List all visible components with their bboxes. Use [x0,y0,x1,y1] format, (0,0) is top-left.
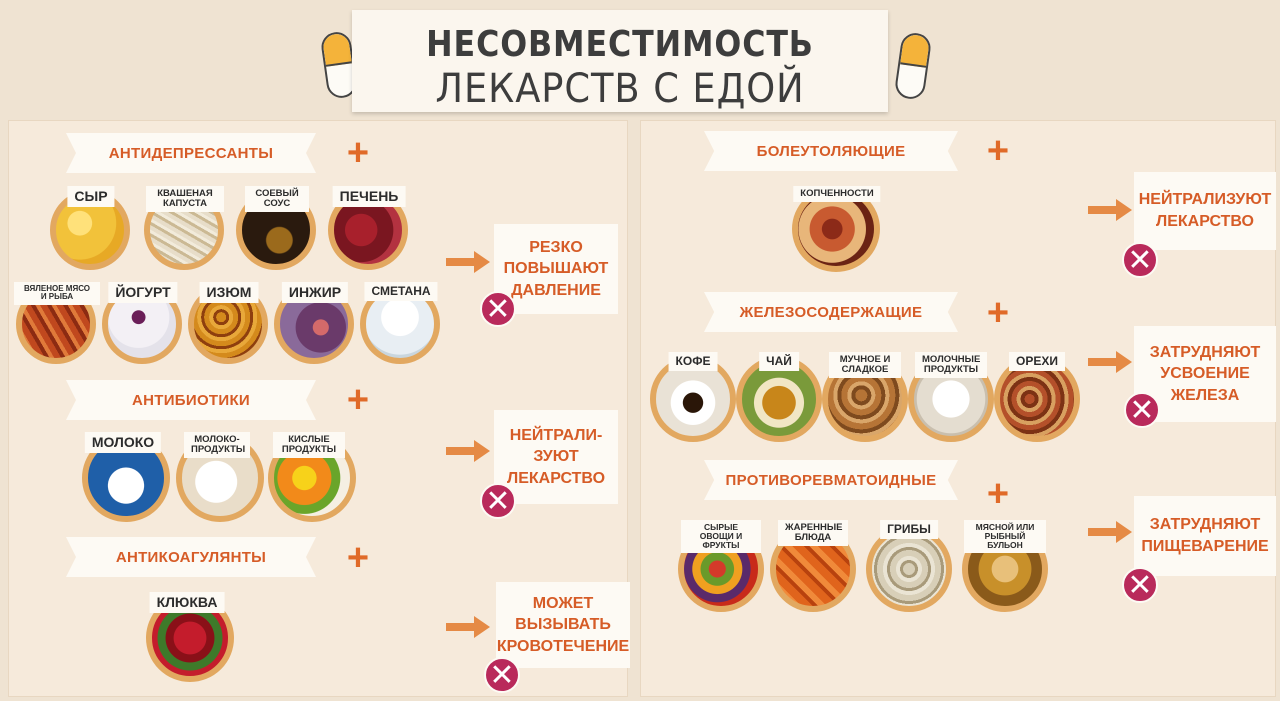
arrow-right-icon [1088,351,1132,373]
food-item: МОЛОЧНЫЕ ПРОДУКТЫ [908,352,994,442]
food-item: ПЕЧЕНЬ [328,186,410,270]
category-anticoagulants: АНТИКОАГУЛЯНТЫ [66,537,316,577]
title-line-2: ЛЕКАРСТВ С ЕДОЙ [435,66,805,112]
food-label: КОФЕ [668,352,718,371]
food-label: ОРЕХИ [1009,352,1065,371]
food-item: МОЛОКО- ПРОДУКТЫ [176,432,264,522]
plus-icon: + [346,537,370,579]
cross-icon: ✕ [1122,567,1158,603]
title-banner: НЕСОВМЕСТИМОСТЬ ЛЕКАРСТВ С ЕДОЙ [352,10,888,112]
food-item: МЯСНОЙ ИЛИ РЫБНЫЙ БУЛЬОН [962,520,1048,612]
category-antidepressants: АНТИДЕПРЕССАНТЫ [66,133,316,173]
food-item: ЧАЙ [736,352,822,442]
cross-icon: ✕ [480,291,516,327]
plus-icon: + [986,292,1010,334]
food-label: ЙОГУРТ [108,282,178,303]
food-label: ГРИБЫ [880,520,938,539]
food-label: КЛЮКВА [149,592,225,613]
food-item: ОРЕХИ [994,352,1080,442]
effect-line: ПИЩЕВАРЕНИЕ [1141,538,1269,555]
food-item: КОПЧЕННОСТИ [792,186,882,272]
cross-icon: ✕ [480,483,516,519]
effect-line: ЛЕКАРСТВО [1155,213,1254,230]
food-label: ПЕЧЕНЬ [332,186,406,207]
food-label: ВЯЛЕНОЕ МЯСО И РЫБА [14,282,100,305]
food-item: КОФЕ [650,352,736,442]
food-label: МОЛОКО [84,432,162,453]
food-label: МОЛОЧНЫЕ ПРОДУКТЫ [915,352,987,378]
effect-line: НЕЙТРАЛИ- [509,426,603,444]
food-label: ИЗЮМ [199,282,259,303]
effect-line: РЕЗКО [529,238,583,256]
food-label: СЫРЫЕ ОВОЩИ И ФРУКТЫ [681,520,761,553]
food-item: ГРИБЫ [866,520,952,612]
category-antirheumatic: ПРОТИВОРЕВМАТОИДНЫЕ [704,460,958,500]
effect-line: МОЖЕТ [532,594,594,612]
category-painkillers: БОЛЕУТОЛЯЮЩИЕ [704,131,958,171]
food-label: ЧАЙ [759,352,799,371]
effect-line: ВЫЗЫВАТЬ [515,616,611,634]
capsule-icon [893,31,933,101]
effect-line: НЕЙТРАЛИЗУЮТ [1138,191,1272,209]
effect-box: ЗАТРУДНЯЮТ УСВОЕНИЕ ЖЕЛЕЗА [1134,326,1276,422]
food-item: КЛЮКВА [146,592,234,682]
effect-box: МОЖЕТ ВЫЗЫВАТЬ КРОВОТЕЧЕНИЕ [496,582,630,668]
food-label: КОПЧЕННОСТИ [793,186,881,202]
category-antibiotics: АНТИБИОТИКИ [66,380,316,420]
food-label: МОЛОКО- ПРОДУКТЫ [184,432,250,458]
food-item: КВАШЕНАЯ КАПУСТА [144,186,226,270]
food-item: СОЕВЫЙ СОУС [236,186,318,270]
effect-line: ЖЕЛЕЗА [1170,386,1240,404]
food-label: СЫР [67,186,115,207]
arrow-right-icon [446,440,490,462]
food-label: МЯСНОЙ ИЛИ РЫБНЫЙ БУЛЬОН [964,520,1046,553]
effect-box: НЕЙТРАЛИ- ЗУЮТ ЛЕКАРСТВО [494,410,618,504]
cross-icon: ✕ [1122,242,1158,278]
effect-box: РЕЗКО ПОВЫШАЮТ ДАВЛЕНИЕ [494,224,618,314]
food-item: МОЛОКО [82,432,170,522]
cross-icon: ✕ [484,657,520,693]
arrow-right-icon [1088,521,1132,543]
food-label: ИНЖИР [281,282,349,303]
effect-line: УСВОЕНИЕ [1160,365,1250,383]
arrow-right-icon [1088,199,1132,221]
plus-icon: + [346,379,370,421]
food-item: ВЯЛЕНОЕ МЯСО И РЫБА [14,282,100,364]
food-item: ИЗЮМ [188,282,270,364]
arrow-right-icon [446,251,490,273]
effect-line: ДАВЛЕНИЕ [511,281,601,299]
effect-line: ЗУЮТ [533,448,579,466]
category-iron: ЖЕЛЕЗОСОДЕРЖАЩИЕ [704,292,958,332]
food-label: КИСЛЫЕ ПРОДУКТЫ [273,432,345,458]
arrow-right-icon [446,616,490,638]
cross-icon: ✕ [1124,392,1160,428]
effect-box: ЗАТРУДНЯЮТ ПИЩЕВАРЕНИЕ [1134,496,1276,576]
food-item: МУЧНОЕ И СЛАДКОЕ [822,352,908,442]
food-item: ЙОГУРТ [102,282,184,364]
food-item: ИНЖИР [274,282,356,364]
effect-line: ЗАТРУДНЯЮТ [1149,516,1261,534]
effect-line: ЛЕКАРСТВО [506,469,606,487]
food-item: СЫР [50,186,132,270]
effect-line: ПОВЫШАЮТ [503,260,609,278]
effect-line: КРОВОТЕЧЕНИЕ [496,637,630,655]
food-label: КВАШЕНАЯ КАПУСТА [146,186,224,212]
plus-icon: + [986,130,1010,172]
food-label: ЖАРЕННЫЕ БЛЮДА [778,520,848,546]
food-item: СЫРЫЕ ОВОЩИ И ФРУКТЫ [678,520,764,612]
effect-box: НЕЙТРАЛИЗУЮТ ЛЕКАРСТВО [1134,172,1276,250]
food-label: СОЕВЫЙ СОУС [245,186,309,212]
plus-icon: + [346,132,370,174]
food-item: КИСЛЫЕ ПРОДУКТЫ [268,432,356,522]
title-line-1: НЕСОВМЕСТИМОСТЬ [426,24,814,65]
effect-line: ЗАТРУДНЯЮТ [1149,343,1261,361]
food-label: СМЕТАНА [364,282,438,301]
plus-icon: + [986,473,1010,515]
food-item: ЖАРЕННЫЕ БЛЮДА [770,520,856,612]
food-item: СМЕТАНА [360,282,442,364]
food-label: МУЧНОЕ И СЛАДКОЕ [829,352,901,378]
